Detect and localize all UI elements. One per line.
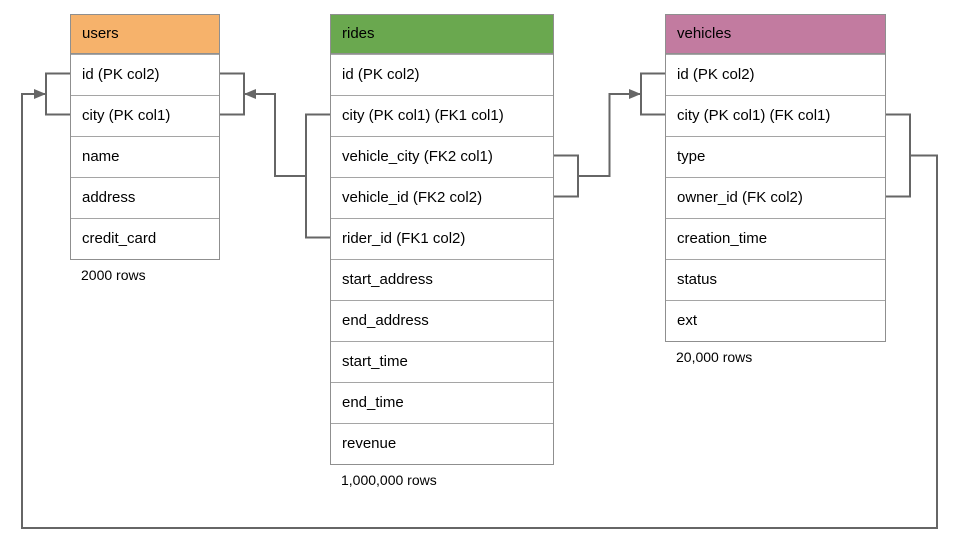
connector-vehicles-to-users-fk-to-bracket: [45, 72, 70, 116]
table-row-vehicles-0: id (PK col2): [666, 54, 885, 95]
table-row-vehicles-5: status: [666, 259, 885, 300]
table-row-rides-3: vehicle_id (FK2 col2): [331, 177, 553, 218]
table-row-users-3: address: [71, 177, 219, 218]
connector-rides-to-vehicles-fk2-line: [578, 89, 641, 177]
table-row-rides-6: end_address: [331, 300, 553, 341]
table-row-users-1: city (PK col1): [71, 95, 219, 136]
table-row-vehicles-3: owner_id (FK col2): [666, 177, 885, 218]
row-count-users: 2000 rows: [81, 267, 146, 283]
connector-rides-to-vehicles-fk2-from-bracket: [554, 154, 579, 198]
table-row-rides-8: end_time: [331, 382, 553, 423]
table-row-users-0: id (PK col2): [71, 54, 219, 95]
table-row-vehicles-2: type: [666, 136, 885, 177]
table-row-rides-2: vehicle_city (FK2 col1): [331, 136, 553, 177]
table-row-rides-9: revenue: [331, 423, 553, 464]
connector-rides-to-users-fk1-line: [244, 89, 306, 177]
row-count-vehicles: 20,000 rows: [676, 349, 753, 365]
table-row-vehicles-4: creation_time: [666, 218, 885, 259]
table-header-users: users: [71, 15, 219, 54]
table-row-rides-4: rider_id (FK1 col2): [331, 218, 553, 259]
connector-rides-to-users-fk1-to-bracket: [220, 72, 245, 116]
table-row-vehicles-6: ext: [666, 300, 885, 341]
table-row-users-2: name: [71, 136, 219, 177]
table-row-rides-5: start_address: [331, 259, 553, 300]
connector-rides-to-vehicles-fk2-to-bracket: [640, 72, 665, 116]
table-row-rides-0: id (PK col2): [331, 54, 553, 95]
connector-vehicles-to-users-fk-from-bracket: [886, 113, 911, 198]
connector-rides-to-users-fk1-from-bracket: [305, 113, 330, 239]
table-row-rides-7: start_time: [331, 341, 553, 382]
table-row-rides-1: city (PK col1) (FK1 col1): [331, 95, 553, 136]
connector-vehicles-to-users-fk-line: [21, 89, 938, 529]
table-header-rides: rides: [331, 15, 553, 54]
table-row-users-4: credit_card: [71, 218, 219, 259]
row-count-rides: 1,000,000 rows: [341, 472, 437, 488]
table-row-vehicles-1: city (PK col1) (FK col1): [666, 95, 885, 136]
table-header-vehicles: vehicles: [666, 15, 885, 54]
